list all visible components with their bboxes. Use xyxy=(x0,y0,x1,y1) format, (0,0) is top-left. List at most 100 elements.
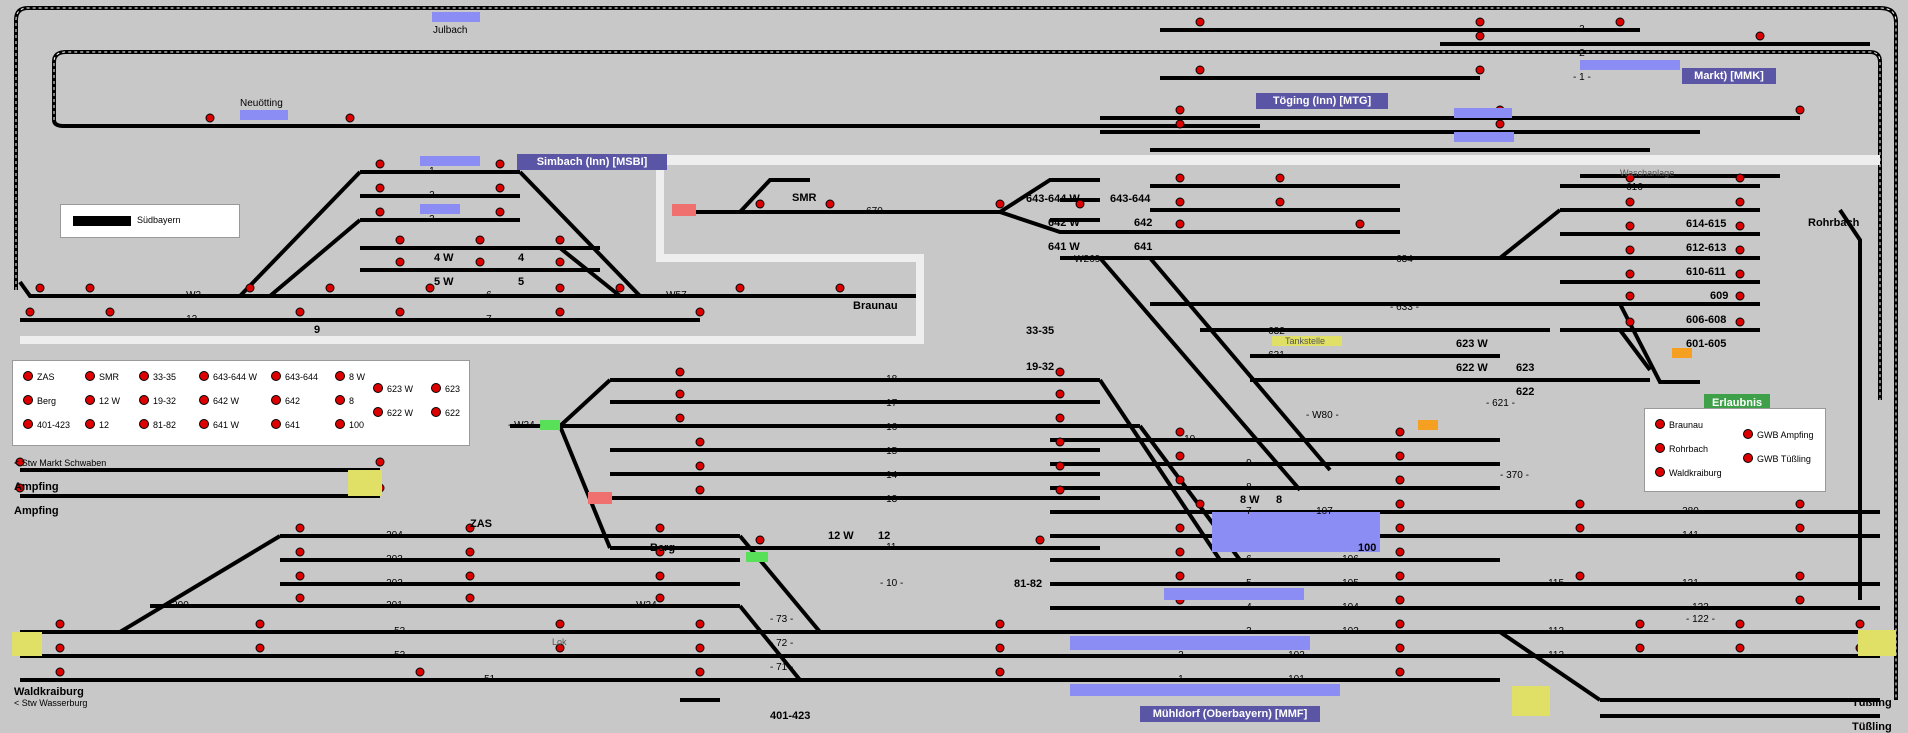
signal-icon[interactable] xyxy=(1175,523,1185,533)
signal-icon[interactable] xyxy=(695,437,705,447)
signal-icon[interactable] xyxy=(1795,571,1805,581)
signal-icon[interactable] xyxy=(105,307,115,317)
signal-icon[interactable] xyxy=(675,413,685,423)
signal-icon[interactable] xyxy=(615,283,625,293)
signal-icon[interactable] xyxy=(495,183,505,193)
legend-signal-button[interactable]: 12 W xyxy=(85,395,120,406)
legend-signal-button[interactable]: 643-644 xyxy=(271,371,318,382)
signal-icon[interactable] xyxy=(1625,173,1635,183)
signal-icon[interactable] xyxy=(1735,269,1745,279)
signal-icon[interactable] xyxy=(1395,499,1405,509)
signal-icon[interactable] xyxy=(295,307,305,317)
signal-icon[interactable] xyxy=(695,461,705,471)
signal-icon[interactable] xyxy=(1495,119,1505,129)
signal-icon[interactable] xyxy=(1395,619,1405,629)
legend-signal-button[interactable]: 642 xyxy=(271,395,300,406)
signal-icon[interactable] xyxy=(325,283,335,293)
signal-icon[interactable] xyxy=(1275,173,1285,183)
signal-icon[interactable] xyxy=(1625,221,1635,231)
signal-icon[interactable] xyxy=(395,235,405,245)
signal-icon[interactable] xyxy=(375,183,385,193)
signal-icon[interactable] xyxy=(555,619,565,629)
legend-signal-button[interactable]: ZAS xyxy=(23,371,55,382)
signal-icon[interactable] xyxy=(1175,571,1185,581)
signal-icon[interactable] xyxy=(1625,245,1635,255)
signal-icon[interactable] xyxy=(1395,643,1405,653)
erlaubnis-item[interactable]: Rohrbach xyxy=(1655,443,1708,454)
signal-icon[interactable] xyxy=(295,571,305,581)
signal-icon[interactable] xyxy=(1795,499,1805,509)
signal-icon[interactable] xyxy=(465,593,475,603)
signal-icon[interactable] xyxy=(55,667,65,677)
signal-icon[interactable] xyxy=(1575,523,1585,533)
legend-signal-button[interactable]: 100 xyxy=(335,419,364,430)
signal-icon[interactable] xyxy=(465,523,475,533)
signal-icon[interactable] xyxy=(1175,427,1185,437)
signal-icon[interactable] xyxy=(1395,451,1405,461)
signal-icon[interactable] xyxy=(475,235,485,245)
erlaubnis-item[interactable]: GWB Ampfing xyxy=(1743,429,1814,440)
signal-icon[interactable] xyxy=(415,667,425,677)
signal-icon[interactable] xyxy=(1395,571,1405,581)
signal-icon[interactable] xyxy=(1055,413,1065,423)
signal-icon[interactable] xyxy=(465,571,475,581)
legend-signal-button[interactable]: 623 W xyxy=(373,383,413,394)
signal-icon[interactable] xyxy=(1395,427,1405,437)
signal-icon[interactable] xyxy=(495,159,505,169)
signal-icon[interactable] xyxy=(1395,595,1405,605)
signal-icon[interactable] xyxy=(375,207,385,217)
erlaubnis-item[interactable]: GWB Tüßling xyxy=(1743,453,1811,464)
signal-icon[interactable] xyxy=(255,619,265,629)
signal-icon[interactable] xyxy=(1575,499,1585,509)
signal-icon[interactable] xyxy=(1735,197,1745,207)
legend-signal-button[interactable]: 622 W xyxy=(373,407,413,418)
signal-icon[interactable] xyxy=(1625,269,1635,279)
signal-icon[interactable] xyxy=(1035,535,1045,545)
signal-icon[interactable] xyxy=(25,307,35,317)
signal-icon[interactable] xyxy=(1795,595,1805,605)
signal-icon[interactable] xyxy=(1175,475,1185,485)
signal-icon[interactable] xyxy=(1795,523,1805,533)
signal-icon[interactable] xyxy=(675,367,685,377)
signal-icon[interactable] xyxy=(695,485,705,495)
signal-icon[interactable] xyxy=(85,283,95,293)
legend-signal-button[interactable]: 19-32 xyxy=(139,395,176,406)
signal-icon[interactable] xyxy=(825,199,835,209)
signal-icon[interactable] xyxy=(1175,173,1185,183)
signal-icon[interactable] xyxy=(1055,367,1065,377)
signal-icon[interactable] xyxy=(1055,437,1065,447)
signal-icon[interactable] xyxy=(1395,475,1405,485)
signal-icon[interactable] xyxy=(1625,317,1635,327)
legend-signal-button[interactable]: 641 W xyxy=(199,419,239,430)
signal-icon[interactable] xyxy=(1195,499,1205,509)
erlaubnis-item[interactable]: Waldkraiburg xyxy=(1655,467,1722,478)
legend-signal-button[interactable]: 401-423 xyxy=(23,419,70,430)
signal-icon[interactable] xyxy=(655,523,665,533)
signal-icon[interactable] xyxy=(245,283,255,293)
signal-icon[interactable] xyxy=(495,207,505,217)
legend-signal-button[interactable]: 623 xyxy=(431,383,460,394)
legend-signal-button[interactable]: 8 xyxy=(335,395,354,406)
erlaubnis-item[interactable]: Braunau xyxy=(1655,419,1703,430)
signal-icon[interactable] xyxy=(1755,31,1765,41)
signal-icon[interactable] xyxy=(555,643,565,653)
signal-icon[interactable] xyxy=(695,307,705,317)
signal-icon[interactable] xyxy=(205,113,215,123)
signal-icon[interactable] xyxy=(755,535,765,545)
signal-icon[interactable] xyxy=(395,307,405,317)
signal-icon[interactable] xyxy=(555,235,565,245)
signal-icon[interactable] xyxy=(1475,17,1485,27)
legend-signal-button[interactable]: 12 xyxy=(85,419,109,430)
signal-icon[interactable] xyxy=(1475,65,1485,75)
signal-icon[interactable] xyxy=(1735,291,1745,301)
signal-icon[interactable] xyxy=(1075,199,1085,209)
signal-icon[interactable] xyxy=(695,619,705,629)
signal-icon[interactable] xyxy=(1635,619,1645,629)
legend-signal-button[interactable]: 643-644 W xyxy=(199,371,257,382)
signal-icon[interactable] xyxy=(1735,317,1745,327)
legend-signal-button[interactable]: Berg xyxy=(23,395,56,406)
signal-icon[interactable] xyxy=(555,307,565,317)
signal-icon[interactable] xyxy=(295,593,305,603)
legend-signal-button[interactable]: 622 xyxy=(431,407,460,418)
signal-icon[interactable] xyxy=(835,283,845,293)
